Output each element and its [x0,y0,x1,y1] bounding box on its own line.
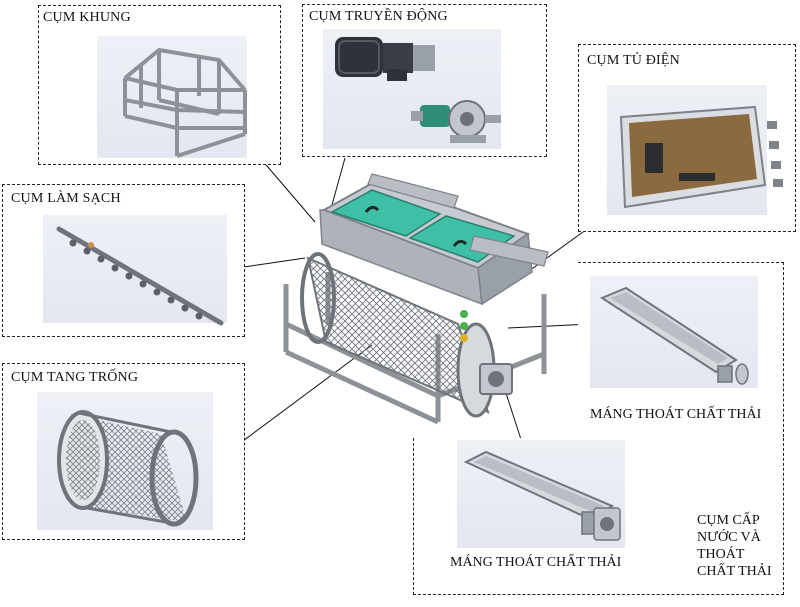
frame-group-title: CỤM KHUNG [43,10,131,25]
frame-render-bg [97,36,247,158]
drive-group-box: CỤM TRUYỀN ĐỘNG [302,4,547,157]
frame-group-box: CỤM KHUNG [38,5,281,165]
chute-upper-caption: MÁNG THOÁT CHẤT THẢI [590,407,762,422]
cabinet-group-box: CỤM TỦ ĐIỆN [578,44,796,232]
leader-drive [329,157,346,213]
drum-group-box: CỤM TANG TRỐNG [2,363,245,540]
cleaning-render-bg [43,215,227,323]
drum-group-title: CỤM TANG TRỐNG [11,370,139,385]
chute-lower-illustration [463,450,621,541]
cabinet-illustration [619,105,783,209]
cleaning-group-box: CỤM LÀM SẠCH [2,184,245,337]
water-group-caption: CỤM CẤP NƯỚC VÀ THOÁT CHẤT THẢI [697,513,772,579]
main-machine-illustration [283,173,549,425]
drive-illustration [335,37,501,143]
drum-illustration [57,410,199,527]
cleaning-group-title: CỤM LÀM SẠCH [11,191,121,206]
drive-group-title: CỤM TRUYỀN ĐỘNG [309,9,448,24]
leader-drum [219,344,373,459]
chute-upper-illustration [599,286,749,385]
frame-illustration [123,48,247,158]
cleaning-illustration [56,226,224,326]
chute-lower-caption: MÁNG THOÁT CHẤT THẢI [450,555,622,570]
cabinet-group-title: CỤM TỦ ĐIỆN [587,53,680,68]
